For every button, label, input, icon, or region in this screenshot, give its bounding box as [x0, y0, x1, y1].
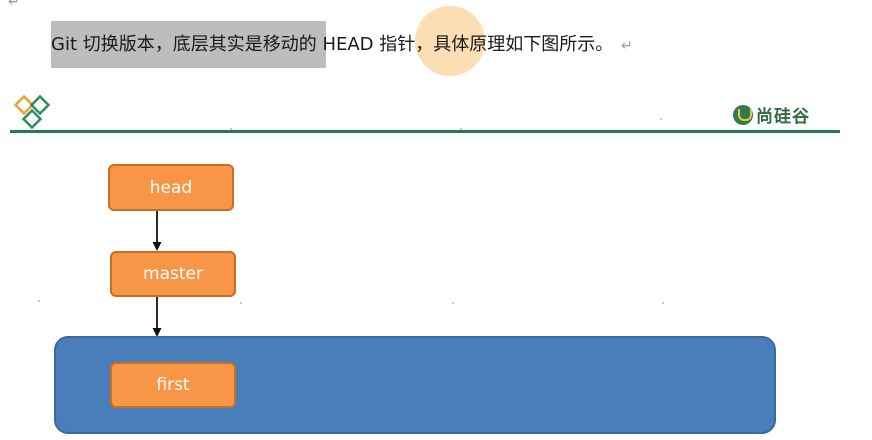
header-rule — [10, 130, 840, 133]
speck — [452, 302, 454, 304]
paragraph-text: Git 切换版本，底层其实是移动的 HEAD 指针，具体原理如下图所示。 — [51, 34, 614, 55]
master-branch-box: master — [110, 251, 236, 297]
head-label: head — [149, 177, 193, 198]
paragraph-mark-top: ↵ — [8, 0, 20, 10]
speck — [240, 302, 242, 304]
document-paragraph[interactable]: Git 切换版本，底层其实是移动的 HEAD 指针，具体原理如下图所示。 ↵ — [51, 33, 633, 58]
brand-name: 尚硅谷 — [756, 107, 810, 127]
text-selection-highlight — [51, 21, 326, 68]
arrowhead-icon — [152, 328, 162, 337]
brand-badge-icon — [733, 104, 753, 125]
brand-logo: 尚硅谷 — [733, 102, 810, 127]
first-commit-box: first — [110, 362, 236, 408]
first-label: first — [156, 375, 190, 395]
speck — [660, 118, 662, 120]
master-label: master — [143, 264, 203, 284]
speck — [662, 302, 664, 304]
speck — [38, 300, 40, 302]
arrowhead-icon — [152, 242, 162, 251]
paragraph-mark-icon: ↵ — [621, 38, 633, 54]
head-pointer-box: head — [108, 164, 234, 211]
speck — [230, 128, 232, 130]
diamond-logo-icon — [12, 94, 54, 137]
mouse-cursor-indicator — [415, 6, 485, 76]
speck — [460, 128, 462, 130]
